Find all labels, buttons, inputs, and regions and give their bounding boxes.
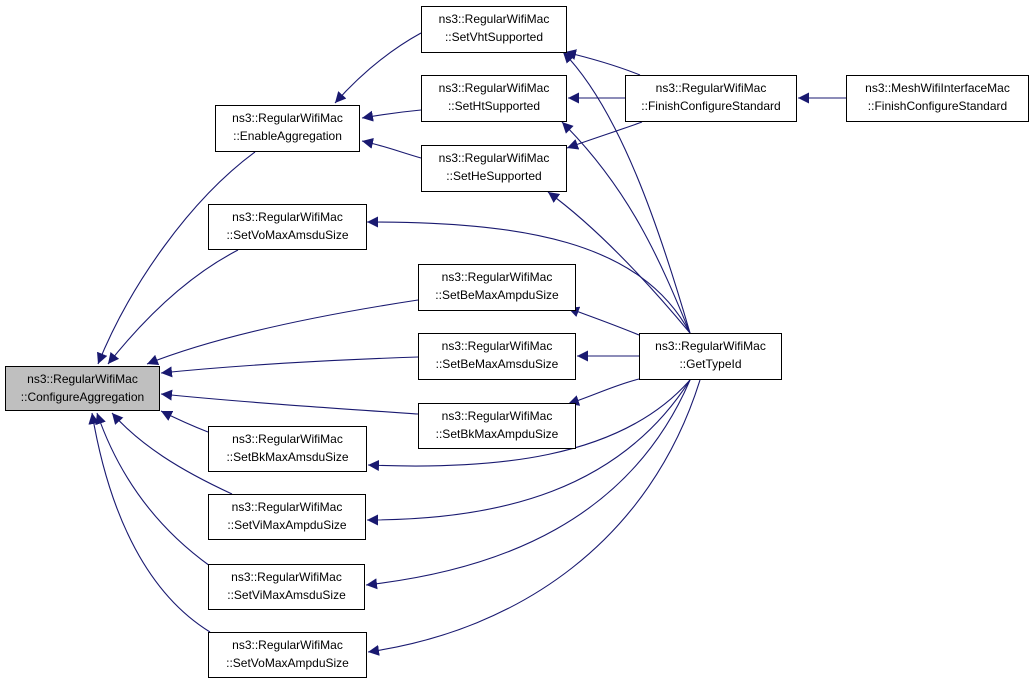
edge-gettypeid-to-setvimaxamsdu [365,379,691,590]
node-method-label: ::SetBkMaxAmpduSize [435,427,559,441]
node-method-label: ::SetBkMaxAmsduSize [226,450,349,464]
node-class-label: ns3::RegularWifiMac [232,638,343,652]
edge-setvomaxampdu-to-configure [88,412,211,633]
node-class-label: ns3::RegularWifiMac [232,210,343,224]
node-method-label: ::SetViMaxAmpduSize [227,518,347,532]
node-class-label: ns3::RegularWifiMac [438,81,550,95]
node-set-vht-supported[interactable]: ns3::RegularWifiMac ::SetVhtSupported [421,6,567,53]
node-method-label: ::SetBeMaxAmpduSize [435,288,559,302]
edge-setht-to-enableagg [361,109,422,122]
node-set-bk-max-ampdu-size[interactable]: ns3::RegularWifiMac ::SetBkMaxAmpduSize [418,403,576,449]
edge-setvht-to-enableagg [334,32,422,104]
edge-gettypeid-to-setvomaxampdu [367,379,701,656]
node-configure-aggregation[interactable]: ns3::RegularWifiMac ::ConfigureAggregati… [5,366,160,411]
node-set-be-max-ampdu-size[interactable]: ns3::RegularWifiMac ::SetBeMaxAmpduSize [418,264,576,311]
node-set-vi-max-amsdu-size[interactable]: ns3::RegularWifiMac ::SetViMaxAmsduSize [208,564,365,610]
node-class-label: ns3::RegularWifiMac [441,270,553,284]
node-method-label: ::SetHeSupported [446,169,542,183]
node-method-label: ::SetHtSupported [447,99,541,113]
node-method-label: ::ConfigureAggregation [20,390,145,404]
node-set-he-supported[interactable]: ns3::RegularWifiMac ::SetHeSupported [421,145,567,192]
edge-setvimaxamsdu-to-configure [95,412,211,567]
node-set-ht-supported[interactable]: ns3::RegularWifiMac ::SetHtSupported [421,75,567,122]
node-class-label: ns3::RegularWifiMac [231,500,343,514]
edge-setvomaxamsdu-to-configure [107,249,239,365]
node-class-label: ns3::RegularWifiMac [231,570,342,584]
node-class-label: ns3::RegularWifiMac [232,432,343,446]
node-class-label: ns3::RegularWifiMac [655,81,767,95]
node-finish-configure-standard[interactable]: ns3::RegularWifiMac ::FinishConfigureSta… [625,75,797,122]
node-set-vo-max-amsdu-size[interactable]: ns3::RegularWifiMac ::SetVoMaxAmsduSize [208,204,367,250]
node-class-label: ns3::RegularWifiMac [438,151,550,165]
edge-gettypeid-to-setht [561,121,691,334]
edge-sethe-to-enableagg [361,137,422,159]
node-method-label: ::SetVoMaxAmpduSize [226,656,349,670]
edge-gettypeid-to-setvht [562,51,691,334]
edge-setbemaxampdu-to-configure [146,299,419,366]
node-method-label: ::SetVhtSupported [444,30,544,44]
node-class-label: ns3::RegularWifiMac [438,12,550,26]
edge-gettypeid-to-setvimaxampdu [366,379,691,526]
node-method-label: ::GetTypeId [679,357,742,371]
edge-setbkmaxamsdu-to-configure [160,410,209,433]
node-set-be-max-amsdu-size[interactable]: ns3::RegularWifiMac ::SetBeMaxAmsduSize [418,333,576,380]
node-class-label: ns3::RegularWifiMac [232,111,343,125]
node-class-label: ns3::RegularWifiMac [27,372,138,386]
edge-gettypeid-to-setbkmaxampdu [567,378,640,406]
node-enable-aggregation[interactable]: ns3::RegularWifiMac ::EnableAggregation [215,105,360,152]
edge-setvimaxampdu-to-configure [111,412,233,495]
edge-finishconf-to-setvht [564,49,641,76]
edge-enableagg-to-configure [97,151,256,365]
edge-gettypeid-to-setbemaxampdu [567,306,640,336]
node-method-label: ::SetViMaxAmsduSize [227,588,346,602]
node-class-label: ns3::RegularWifiMac [655,339,766,353]
edge-setbkmaxampdu-to-configure [160,389,419,415]
edge-gettypeid-to-sethe [547,191,691,334]
node-method-label: ::SetBeMaxAmsduSize [435,357,559,371]
node-method-label: ::FinishConfigureStandard [867,99,1008,113]
node-class-label: ns3::RegularWifiMac [441,409,553,423]
edge-gettypeid-to-setbkmaxamsdu [367,379,691,471]
node-method-label: ::EnableAggregation [233,129,342,143]
node-method-label: ::SetVoMaxAmsduSize [226,228,349,242]
node-method-label: ::FinishConfigureStandard [641,99,781,113]
node-mesh-finish-configure-standard[interactable]: ns3::MeshWifiInterfaceMac ::FinishConfig… [846,75,1029,122]
node-set-bk-max-amsdu-size[interactable]: ns3::RegularWifiMac ::SetBkMaxAmsduSize [208,426,367,472]
node-set-vi-max-ampdu-size[interactable]: ns3::RegularWifiMac ::SetViMaxAmpduSize [208,494,366,540]
node-class-label: ns3::MeshWifiInterfaceMac [865,81,1010,95]
node-get-type-id[interactable]: ns3::RegularWifiMac ::GetTypeId [639,333,782,380]
node-class-label: ns3::RegularWifiMac [441,339,553,353]
edge-finishconf-to-sethe [566,121,643,150]
node-set-vo-max-ampdu-size[interactable]: ns3::RegularWifiMac ::SetVoMaxAmpduSize [208,632,367,678]
edge-gettypeid-to-setvomaxamsdu [366,216,691,334]
edge-setbemaxamsdu-to-configure [160,356,419,378]
